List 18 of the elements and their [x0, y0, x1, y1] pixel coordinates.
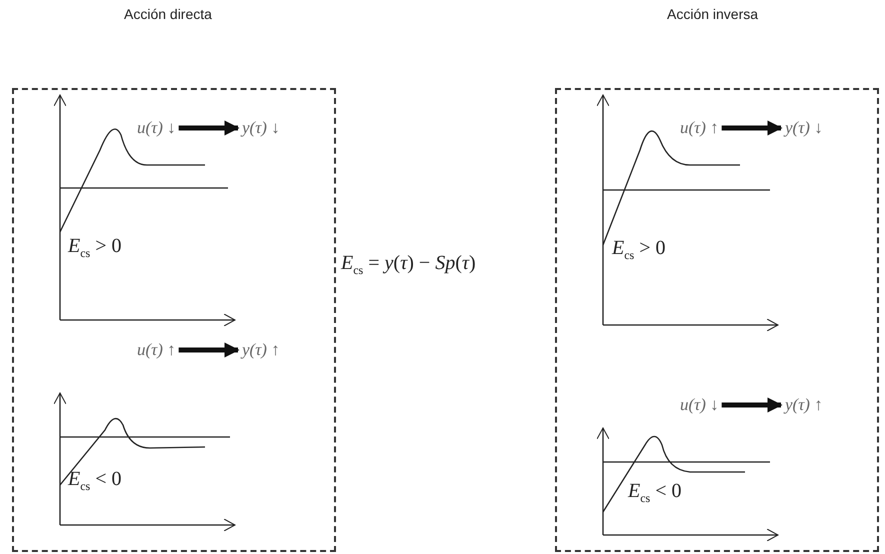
- arrow: [178, 120, 240, 136]
- panel-heading: Acción directa: [124, 6, 212, 22]
- error-sign-label: E$_{cs}$ < 0: [628, 480, 682, 506]
- variable-label: u(τ) ↓: [680, 395, 719, 415]
- error-sign-label: E$_{cs}$ > 0: [68, 235, 122, 261]
- arrow: [722, 398, 782, 412]
- variable-label: y(τ) ↑: [785, 395, 823, 415]
- arrow: [722, 120, 782, 136]
- variable-label: y(τ) ↓: [242, 118, 280, 138]
- variable-label: u(τ) ↑: [137, 340, 176, 360]
- variable-label: u(τ) ↑: [680, 118, 719, 138]
- panel-heading: Acción inversa: [667, 6, 758, 22]
- arrow: [178, 342, 240, 358]
- variable-label: y(τ) ↓: [785, 118, 823, 138]
- error-sign-label: E$_{cs}$ < 0: [68, 468, 122, 494]
- variable-label: u(τ) ↓: [137, 118, 176, 138]
- variable-label: y(τ) ↑: [242, 340, 280, 360]
- error-sign-label: E$_{cs}$ > 0: [612, 237, 666, 263]
